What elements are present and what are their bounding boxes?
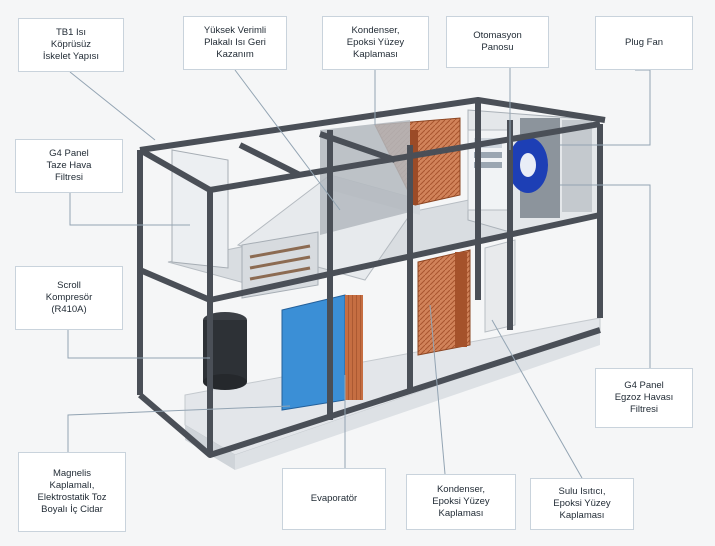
compressor-icon: [203, 312, 247, 390]
label-condenser-bottom: Kondenser, Epoksi Yüzey Kaplaması: [406, 474, 516, 530]
label-water-heater: Sulu Isıtıcı, Epoksi Yüzey Kaplaması: [530, 478, 634, 530]
label-magnelis-wall: Magnelis Kaplamalı, Elektrostatik Toz Bo…: [18, 452, 126, 532]
evaporator-coil: [281, 294, 363, 411]
leader-lines: [67, 58, 651, 479]
upper-panel: [320, 120, 410, 235]
label-evaporator: Evaporatör: [282, 468, 386, 530]
label-scroll-compressor: Scroll Kompresör (R410A): [15, 266, 123, 330]
label-g4-fresh-air-filter: G4 Panel Taze Hava Filtresi: [15, 139, 123, 193]
skeleton-frame: [137, 97, 606, 458]
label-plug-fan: Plug Fan: [595, 16, 693, 70]
label-heat-recovery: Yüksek Verimli Plakalı Isı Geri Kazanım: [183, 16, 287, 70]
label-g4-exhaust-filter: G4 Panel Egzoz Havası Filtresi: [595, 368, 693, 428]
label-automation-panel: Otomasyon Panosu: [446, 16, 549, 68]
label-tb1-frame: TB1 Isı Köprüsüz İskelet Yapısı: [18, 18, 124, 72]
label-condenser-top: Kondenser, Epoksi Yüzey Kaplaması: [322, 16, 429, 70]
